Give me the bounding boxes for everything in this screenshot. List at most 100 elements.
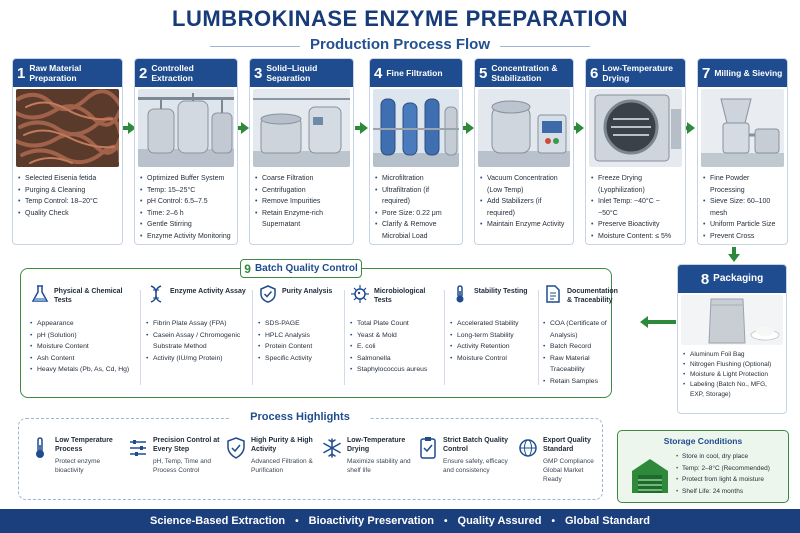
highlight-heading: Export Quality Standard [543, 437, 591, 453]
highlight-description: GMP Compliance Global Market Ready [543, 458, 594, 483]
qc-divider [538, 290, 539, 385]
shield-check-icon [227, 437, 245, 459]
step-item: Enzyme Activity Monitoring [140, 231, 232, 243]
highlight-heading: Strict Batch Quality Control [443, 437, 508, 453]
extraction-tank-image [138, 89, 234, 167]
step-item: pH Control: 6.5–7.5 [140, 196, 232, 208]
microbe-icon [351, 285, 369, 303]
step-number: 5 [479, 64, 488, 82]
step-header: 7 Milling & Sieving [698, 59, 787, 87]
storage-conditions-panel: Storage Conditions Store in cool, dry pl… [617, 430, 789, 503]
qc-item: Accelerated Stability [450, 318, 538, 330]
step-item: Optimized Buffer System [140, 173, 232, 185]
qc-divider [252, 290, 253, 385]
page-title: LUMBROKINASE ENZYME PREPARATION [172, 6, 628, 31]
step-item: Temp Control: 18–20°C [18, 196, 117, 208]
step-title: Low-Temperature Drying [602, 63, 674, 83]
qc-item: E. coli [350, 341, 442, 353]
step-item: Inlet Temp: −40°C ~ −50°C [591, 196, 680, 219]
globe-icon [519, 439, 537, 457]
step-title: Fine Filtration [386, 68, 443, 78]
flow-arrow [574, 122, 584, 134]
snowflake-icon [323, 438, 341, 458]
document-icon [546, 285, 560, 303]
step-item: Add Stabilizers (if required) [480, 196, 568, 219]
concentrator-image [478, 89, 570, 167]
subtitle-rule-left [210, 46, 300, 47]
qc-documentation: Documentation & Traceability COA (Certif… [543, 284, 618, 387]
qc-physical-chemical: Physical & Chemical Tests Appearance pH … [30, 284, 138, 376]
qc-item: Total Plate Count [350, 318, 442, 330]
step-number: 7 [702, 64, 711, 82]
qc-item: Ash Content [30, 353, 138, 365]
dna-icon [150, 285, 162, 303]
highlight-heading: Low-Temperature Drying [347, 437, 406, 453]
qc-item: Raw Material Traceability [543, 353, 611, 376]
highlight-description: Maximize stability and shelf life [347, 458, 411, 474]
highlight-low-temperature-drying: Low-Temperature Drying Maximize stabilit… [322, 436, 416, 475]
flow-arrow [355, 122, 368, 134]
page-subtitle: Production Process Flow [309, 36, 491, 53]
step-item: Pore Size: 0.22 μm [375, 208, 457, 220]
step-item: Sieve Size: 60–100 mesh [703, 196, 782, 219]
qc-item: pH (Solution) [30, 330, 138, 342]
qc-item: Yeast & Mold [350, 330, 442, 342]
step-title: Milling & Sieving [714, 68, 783, 78]
storage-item: Temp: 2–8°C (Recommended) [676, 463, 770, 475]
qc-item: COA (Certificate of Analysis) [543, 318, 611, 341]
qc-item: Staphylococcus aureus [350, 364, 442, 376]
qc-heading: Physical & Chemical Tests [54, 288, 123, 304]
highlight-description: Advanced Filtration & Purification [251, 458, 313, 474]
footer-tagline: Bioactivity Preservation [308, 515, 435, 527]
footer-separator: • [551, 515, 555, 527]
step-header: 1 Raw Material Preparation [13, 59, 122, 87]
storage-item: Store in cool, dry place [676, 451, 770, 463]
footer-tagline: Quality Assured [457, 515, 542, 527]
qc-item: Fibrin Plate Assay (FPA) [146, 318, 250, 330]
step-item: Moisture Content: ≤ 5% [591, 231, 680, 243]
qc-item: Casein Assay / Chromogenic Substrate Met… [146, 330, 250, 353]
step-item: Moisture & Light Protection [683, 370, 782, 380]
step-milling: 7 Milling & Sieving Fine Powder Processi… [697, 58, 788, 245]
step-item: Prevent Cross Contamination [703, 231, 782, 245]
step-number: 4 [374, 64, 383, 82]
qc-stability: Stability Testing Accelerated Stability … [450, 284, 538, 364]
step-title: Raw Material Preparation [29, 63, 82, 83]
qc-item: Salmonella [350, 353, 442, 365]
step-separation: 3 Solid–Liquid Separation Coarse Filtrat… [249, 58, 354, 245]
filtration-columns-image [373, 89, 459, 167]
qc-item: Moisture Content [30, 341, 138, 353]
qc-item: Long-term Stability [450, 330, 538, 342]
step-packaging: 8 Packaging Aluminum Foil Bag Nitrogen F… [677, 264, 787, 414]
qc-heading: Microbiological Tests [374, 288, 426, 304]
checklist-icon [420, 437, 436, 459]
step-item: Selected Eisenia fetida [18, 173, 117, 185]
sliders-icon [130, 440, 146, 456]
footer-separator: • [295, 515, 299, 527]
step-header: 6 Low-Temperature Drying [586, 59, 685, 87]
qc-enzyme-activity: Enzyme Activity Assay Fibrin Plate Assay… [146, 284, 250, 364]
qc-heading: Stability Testing [474, 288, 528, 295]
shield-check-icon [260, 285, 276, 303]
highlight-description: Protect enzyme bioactivity [55, 458, 101, 474]
qc-heading: Purity Analysis [282, 288, 333, 295]
qc-item: Activity (IU/mg Protein) [146, 353, 250, 365]
flow-arrow [123, 122, 136, 134]
highlight-high-purity: High Purity & High Activity Advanced Fil… [226, 436, 320, 475]
storage-item: Protect from light & moisture [676, 474, 770, 486]
step-title: Controlled Extraction [151, 63, 194, 83]
step-header: 2 Controlled Extraction [135, 59, 237, 87]
step-item: Uniform Particle Size [703, 219, 782, 231]
step-item: Time: 2–6 h [140, 208, 232, 220]
step-fine-filtration: 4 Fine Filtration Microfiltration Ultraf… [369, 58, 463, 245]
highlight-low-temperature: Low Temperature Process Protect enzyme b… [30, 436, 122, 475]
step-title: Solid–Liquid Separation [266, 63, 318, 83]
qc-item: Batch Record [543, 341, 611, 353]
qc-heading: Enzyme Activity Assay [170, 288, 246, 295]
step-item: Retain Enzyme-rich Supernatant [255, 208, 348, 231]
highlight-export-quality: Export Quality Standard GMP Compliance G… [518, 436, 602, 484]
qc-heading: Documentation & Traceability [567, 288, 618, 304]
thermometer-icon [456, 285, 464, 303]
earthworm-image [16, 89, 119, 167]
qc-item: Moisture Control [450, 353, 538, 365]
